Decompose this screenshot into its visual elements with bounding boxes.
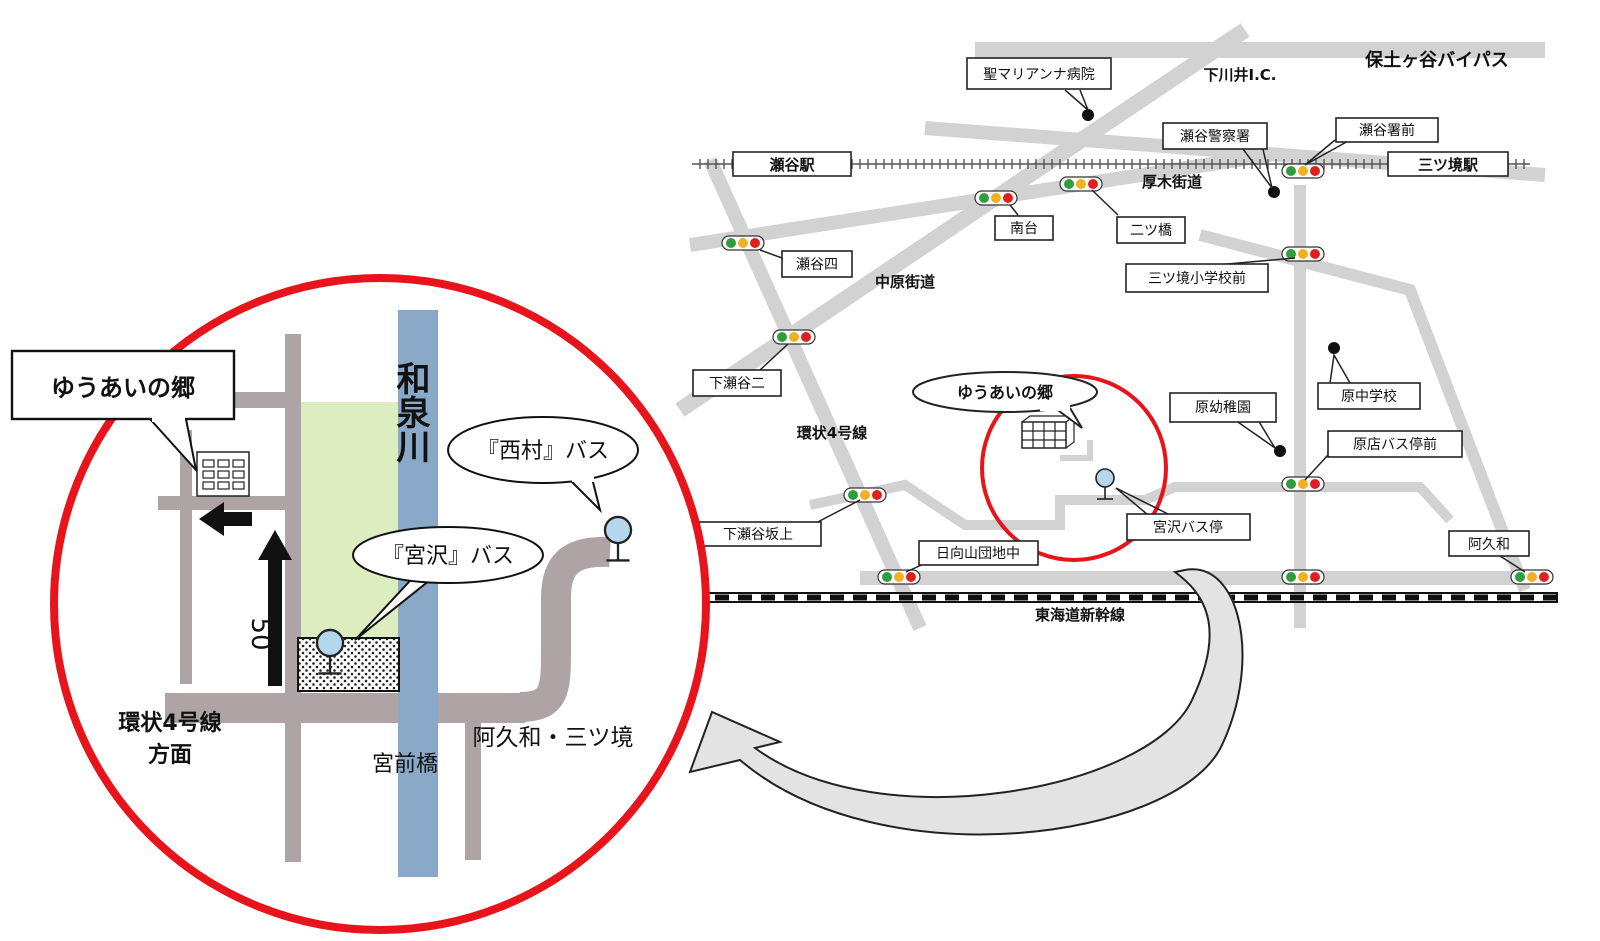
building-icon (1021, 415, 1076, 449)
label-yuai-small: ゆうあいの郷 (957, 383, 1053, 402)
junior-high-marker (1328, 342, 1340, 354)
label-seya4: 瀬谷四 (796, 257, 838, 273)
label-yuai: ゆうあいの郷 (51, 374, 195, 402)
label-shimoseya-sakaue: 下瀬谷坂上 (723, 527, 793, 543)
label-junior-high: 原中学校 (1341, 388, 1397, 405)
up-arrow-icon (258, 530, 292, 686)
label-leaders (759, 89, 1526, 573)
station-box-seya (732, 151, 852, 177)
label-futatsubashi: 二ツ橋 (1130, 223, 1172, 239)
diagonal-road (675, 23, 1250, 417)
label-destination: 阿久和・三ツ境 (473, 725, 634, 751)
access-road (1060, 440, 1093, 461)
label-river: 和泉川 (390, 361, 430, 463)
hospital-marker (1082, 109, 1094, 121)
overview-map: 瀬谷駅 三ツ境駅 聖マリアンナ病院 瀬谷警察署 瀬谷署前 二ツ橋 南台 瀬谷四 … (675, 23, 1558, 631)
station-seya: 瀬谷駅 (769, 156, 815, 174)
bus-stop-area (297, 637, 400, 692)
bus-stop-icon (1095, 468, 1115, 500)
label-police: 瀬谷警察署 (1180, 128, 1250, 145)
label-miyazawa-stop: 宮沢バス停 (1153, 519, 1223, 536)
label-haraten-stop: 原店バス停前 (1353, 436, 1437, 453)
label-distance: 50 (245, 617, 275, 650)
shinkansen-line (691, 592, 1558, 603)
label-hinata-danchi: 日向山団地中 (936, 546, 1020, 562)
label-kanjo4: 環状4号線 (797, 424, 867, 442)
label-direction-line1: 環状4号線 (118, 710, 221, 736)
label-minamidai: 南台 (1010, 221, 1038, 237)
left-arrow-icon (199, 502, 252, 536)
right-road (1198, 229, 1531, 593)
yuai-callout: ゆうあいの郷 (10, 349, 236, 474)
miyazawa-bus-callout: 『宮沢』バス (352, 526, 544, 641)
label-nakahara-kaido: 中原街道 (875, 273, 935, 291)
station-box-mitsukyo (1387, 151, 1509, 177)
label-shinkansen: 東海道新幹線 (1035, 606, 1125, 624)
label-akuwa: 阿久和 (1468, 537, 1510, 553)
label-nishimura-bus: 『西村』バス (477, 439, 609, 464)
label-shimoseya2: 下瀬谷二 (709, 376, 765, 392)
label-direction-line2: 方面 (148, 742, 192, 768)
label-interchange: 下川井I.C. (1204, 66, 1277, 84)
local-road (808, 479, 1454, 530)
station-mitsukyo: 三ツ境駅 (1418, 156, 1479, 174)
building-icon (196, 451, 250, 497)
area-highlight-circle (980, 374, 1168, 562)
label-miyazawa-bus: 『宮沢』バス (382, 544, 514, 569)
yuai-callout-small (912, 371, 1098, 413)
label-hospital: 聖マリアンナ病院 (983, 67, 1094, 83)
label-atsugi-kaido: 厚木街道 (1142, 173, 1202, 191)
nishimura-bus-callout: 『西村』バス (447, 416, 639, 514)
kindergarten-marker (1274, 445, 1286, 457)
label-kindergarten: 原幼稚園 (1195, 400, 1251, 416)
curved-arrow-icon (688, 568, 1244, 836)
label-mitsukyo-school: 三ツ境小学校前 (1148, 270, 1246, 287)
label-police-front: 瀬谷署前 (1359, 122, 1415, 139)
detail-map: ゆうあいの郷 『西村』バス 『宮沢』バス 和泉川 50 環状4号線 方面 宮前橋… (10, 274, 710, 934)
label-bypass: 保土ヶ谷バイパス (1364, 49, 1509, 71)
police-marker (1268, 186, 1280, 198)
label-bridge: 宮前橋 (372, 752, 438, 777)
